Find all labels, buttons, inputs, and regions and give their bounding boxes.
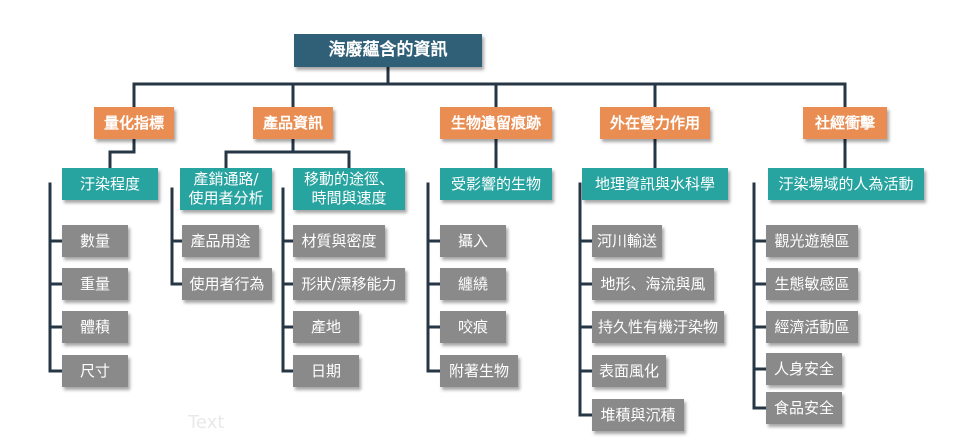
leaf-food-safety: 食品安全 [766,392,842,424]
leaf-shape-drift: 形狀/漂移能力 [293,268,405,300]
leaf-ingestion: 攝入 [440,225,506,257]
connector-sub-1 [108,137,136,170]
sub-affected-organisms: 受影響的生物 [440,168,552,200]
leaf-persistent-organic-pollutants: 持久性有機汙染物 [592,311,724,343]
leaf-quantity: 數量 [62,225,128,257]
leaf-river-transport: 河川輸送 [592,225,662,257]
leaf-surface-weathering: 表面風化 [592,355,666,387]
root-node: 海廢蘊含的資訊 [294,34,482,67]
sub-distribution-user-analysis: 產銷通路/ 使用者分析 [180,168,272,210]
sub-human-activities: 汙染場域的人為活動 [768,168,924,200]
leaf-eco-sensitive-area: 生態敏感區 [766,268,858,300]
leaf-volume: 體積 [62,311,128,343]
watermark-text: Text [188,412,225,433]
leaf-economic-area: 經濟活動區 [766,311,858,343]
category-socioeconomic-impact: 社經衝擊 [803,107,887,139]
leaf-origin: 產地 [293,311,359,343]
leaf-material-density: 材質與密度 [293,225,385,257]
sub-geography-hydrology: 地理資訊與水科學 [582,168,728,200]
category-external-forces: 外在營力作用 [600,107,710,139]
leaf-user-behavior: 使用者行為 [182,268,272,300]
sub-pollution-level: 汙染程度 [62,168,158,200]
leaf-personal-safety: 人身安全 [766,353,842,385]
leaf-tourism-area: 觀光遊憩區 [766,225,858,257]
leaf-accumulation-sedimentation: 堆積與沉積 [592,399,684,431]
leaf-attached-organisms: 附著生物 [440,355,518,387]
leaf-size: 尺寸 [62,355,128,387]
leaf-date: 日期 [293,355,359,387]
leaf-product-use: 產品用途 [182,225,259,257]
leaf-weight: 重量 [62,268,128,300]
category-product-info: 產品資訊 [253,107,333,139]
leaf-entanglement: 纏繞 [440,268,506,300]
category-quantitative-indicators: 量化指標 [94,107,174,139]
leaf-terrain-currents-wind: 地形、海流與風 [592,268,714,300]
category-biological-traces: 生物遺留痕跡 [440,107,552,139]
sub-movement-path-time-speed: 移動的途徑、 時間與速度 [293,168,405,210]
leaf-bite-marks: 咬痕 [440,311,506,343]
